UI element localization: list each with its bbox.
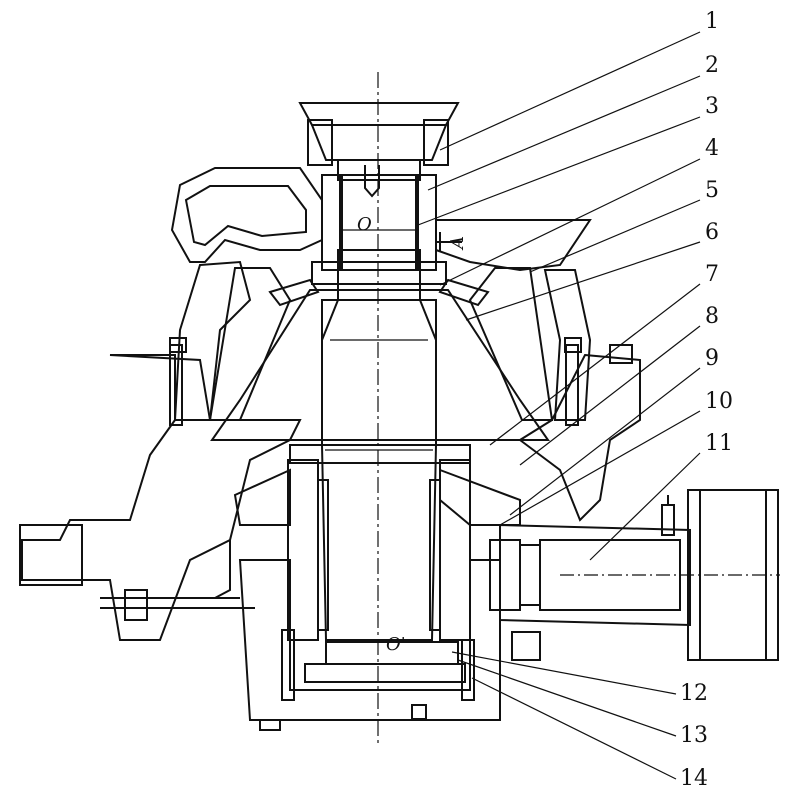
center-point-o-label: O (357, 214, 372, 235)
part-label-7: 7 (705, 262, 719, 287)
part-label-5: 5 (705, 178, 719, 203)
part-label-1: 1 (705, 9, 719, 34)
mantle-cone (210, 261, 550, 446)
leader-line-13 (457, 659, 677, 737)
upper-frame (170, 167, 592, 421)
leader-line-1 (439, 31, 701, 151)
leader-line-8 (519, 325, 701, 466)
part-label-12: 12 (680, 681, 708, 706)
part-label-8: 8 (705, 304, 719, 329)
leader-line-6 (465, 241, 701, 321)
section-mark-a-label: A (447, 236, 468, 251)
leader-line-12 (451, 651, 677, 695)
leader-line-2 (427, 75, 701, 191)
center-point-o-prime-label: O' (386, 634, 406, 655)
part-label-13: 13 (680, 723, 708, 748)
part-label-14: 14 (680, 766, 708, 791)
leader-line-11 (589, 452, 701, 561)
lower-housing (238, 559, 501, 731)
leader-line-5 (529, 199, 701, 273)
oil-pipes (100, 540, 255, 621)
section-mark-a: A (436, 232, 468, 252)
feed-hopper (298, 102, 460, 181)
leader-line-14 (471, 677, 677, 780)
leader-line-7 (489, 283, 701, 446)
leader-line-3 (417, 116, 701, 226)
leader-line-10 (499, 410, 701, 526)
leader-line-9 (509, 367, 701, 516)
main-shaft (321, 249, 437, 641)
part-label-6: 6 (705, 220, 719, 245)
eccentric-bushing (287, 444, 471, 641)
part-label-9: 9 (705, 346, 719, 371)
part-label-10: 10 (705, 389, 733, 414)
part-label-2: 2 (705, 53, 719, 78)
bevel-gear (233, 468, 521, 526)
part-label-3: 3 (705, 94, 719, 119)
part-label-4: 4 (705, 136, 719, 161)
part-label-11: 11 (705, 431, 733, 456)
leader-line-4 (439, 158, 701, 286)
leader-lines (417, 31, 701, 780)
feed-tube (321, 165, 437, 271)
